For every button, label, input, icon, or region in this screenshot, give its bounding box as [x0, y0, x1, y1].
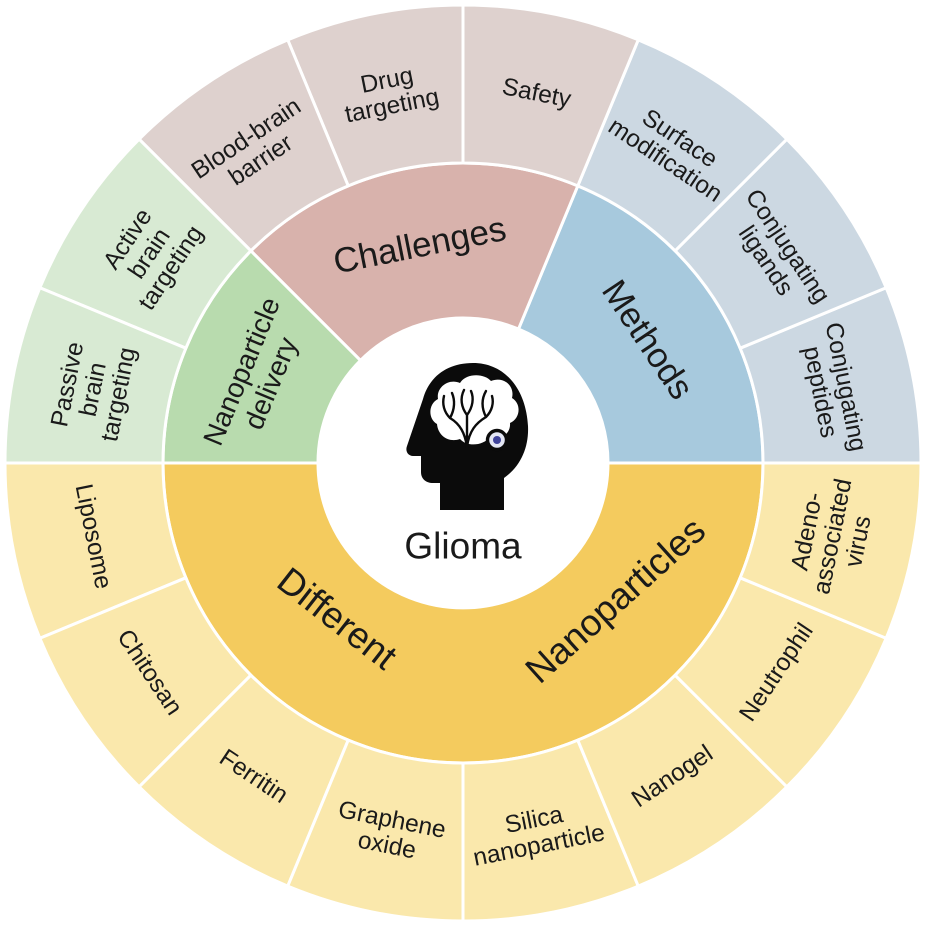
- brain-vessels: [442, 388, 494, 449]
- glioma-spot-dot: [493, 436, 501, 444]
- segment-adeno-associated-virus: [738, 461, 923, 640]
- center-label: Glioma: [404, 526, 522, 567]
- brain-head-glioma-icon: [406, 363, 529, 510]
